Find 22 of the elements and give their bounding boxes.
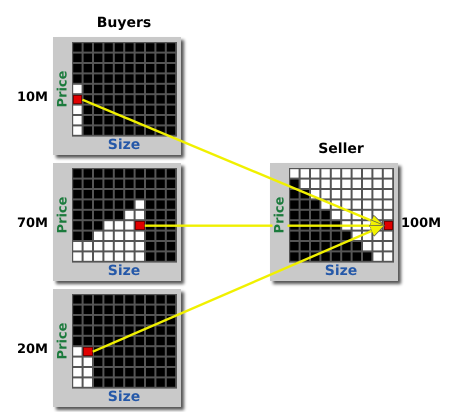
axis-label: Price: [272, 196, 288, 234]
highlighted-cell: [73, 95, 82, 104]
group-heading: Seller: [318, 141, 364, 157]
axis-label: Size: [108, 388, 140, 405]
axis-label: Size: [108, 136, 140, 153]
highlighted-cell: [135, 221, 145, 230]
value-label: 70M: [16, 216, 48, 232]
chart-panel: [53, 163, 181, 281]
highlighted-cell: [83, 347, 93, 356]
axis-label: Size: [324, 262, 358, 279]
chart-panel: [270, 163, 398, 281]
arrow: [82, 98, 386, 227]
arrow: [92, 224, 386, 353]
highlighted-cell: [384, 221, 393, 230]
group-heading: Buyers: [96, 15, 152, 31]
value-label: 10M: [16, 90, 48, 106]
value-label: 20M: [16, 342, 48, 358]
chart-panel: [53, 37, 181, 155]
value-label: 100M: [401, 216, 442, 232]
chart-panel: [53, 289, 181, 407]
axis-label: Size: [108, 262, 140, 279]
arrow: [144, 219, 386, 232]
